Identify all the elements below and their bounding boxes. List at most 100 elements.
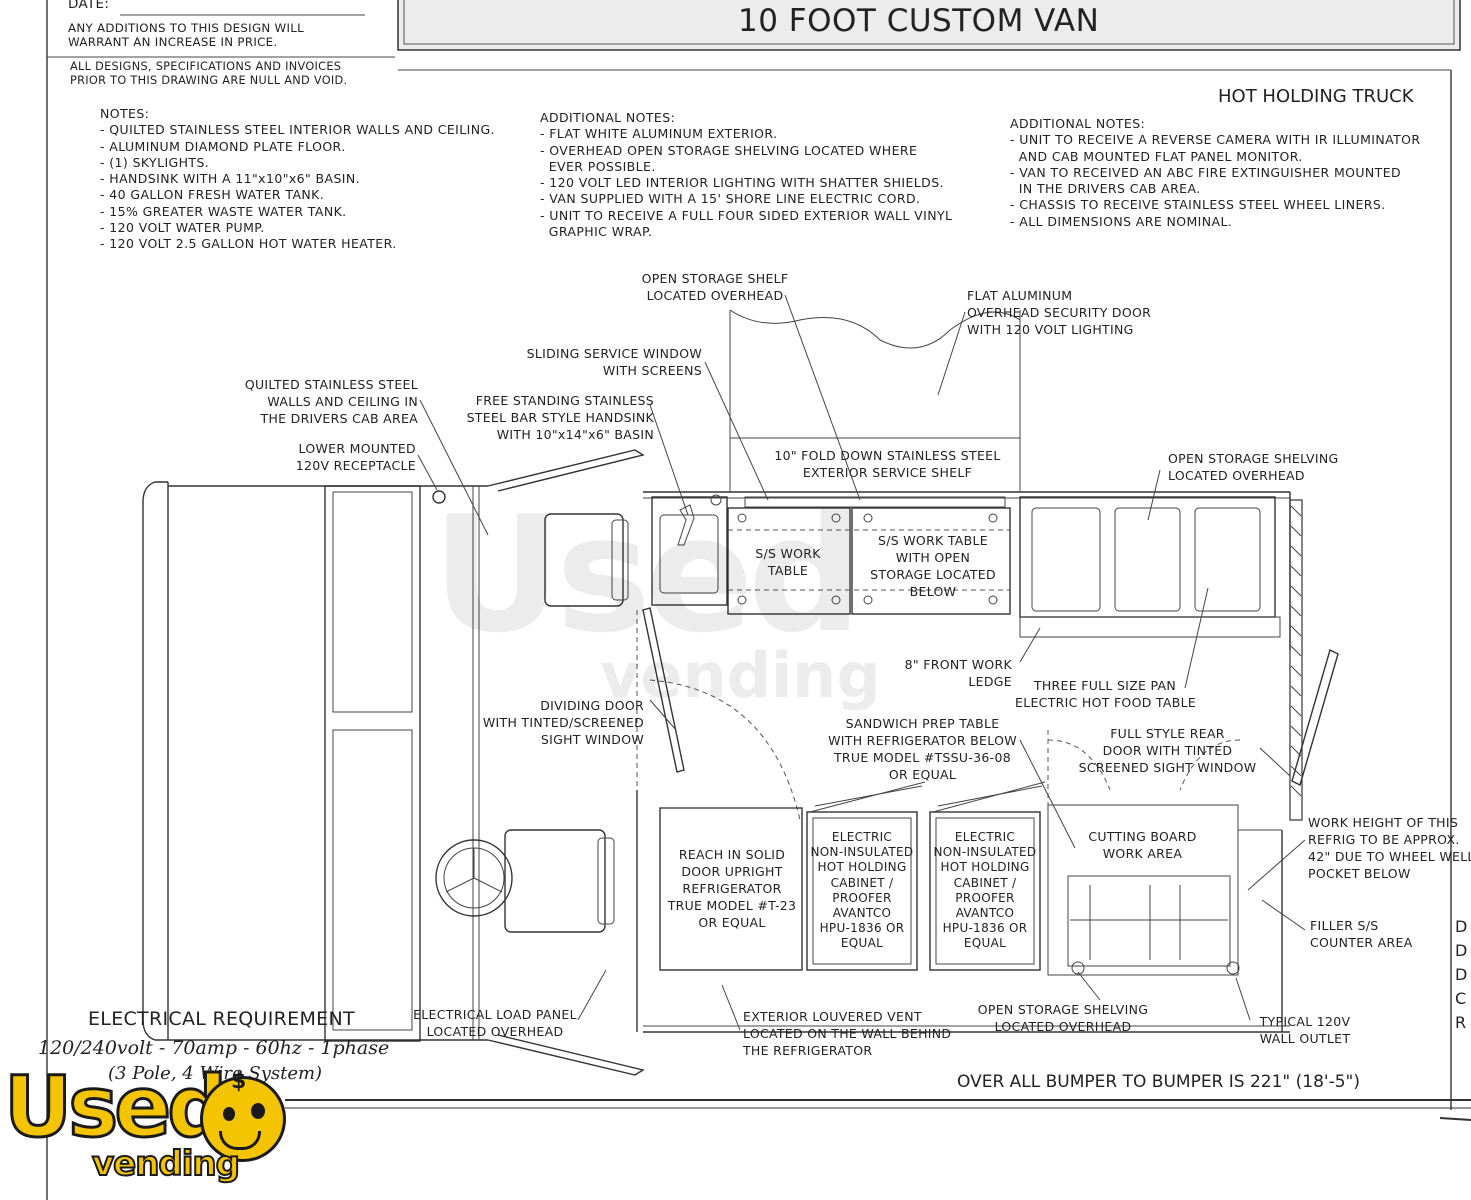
label-line: DOOR WITH TINTED — [1102, 743, 1233, 758]
note-item: AND CAB MOUNTED FLAT PANEL MONITOR. — [1010, 148, 1303, 164]
label-line: OR EQUAL — [888, 767, 957, 782]
label-line: STORAGE LOCATED — [870, 567, 996, 582]
hot-holding-cabinet-2 — [929, 811, 1041, 971]
label-line: OVERHEAD SECURITY DOOR — [967, 305, 1152, 320]
label-line: THE REFRIGERATOR — [743, 1043, 873, 1058]
drawing-subtitle: HOT HOLDING TRUCK — [1218, 86, 1414, 107]
label-line: LOCATED OVERHEAD — [646, 288, 784, 303]
additional-notes-1: ADDITIONAL NOTES:- FLAT WHITE ALUMINUM E… — [540, 110, 952, 240]
label-line: EXTERIOR LOUVERED VENT — [743, 1009, 922, 1024]
work-table-2 — [851, 507, 1011, 615]
date-label: DATE: — [68, 0, 110, 12]
overall-length: OVER ALL BUMPER TO BUMPER IS 221" (18'-5… — [957, 1072, 1360, 1092]
note-item: IN THE DRIVERS CAB AREA. — [1010, 181, 1201, 197]
note-item: - 120 VOLT WATER PUMP. — [100, 220, 265, 236]
label-line: OR EQUAL — [698, 915, 766, 930]
label-line: ELECTRIC HOT FOOD TABLE — [1015, 695, 1197, 710]
label-open-storage-shelf: OPEN STORAGE SHELF LOCATED OVERHEAD — [625, 270, 805, 304]
margin-letter: D — [1455, 941, 1468, 960]
title-banner — [397, 0, 1461, 51]
note-item: - VAN SUPPLIED WITH A 15' SHORE LINE ELE… — [540, 191, 921, 207]
label-line: SIGHT WINDOW — [540, 732, 644, 747]
note-item: - (1) SKYLIGHTS. — [100, 154, 210, 170]
label-line: LOCATED ON THE WALL BEHIND — [743, 1026, 952, 1041]
notice-line: ANY ADDITIONS TO THIS DESIGN WILL — [68, 21, 305, 35]
label-line: CABINET / — [830, 875, 894, 890]
label-line: THE DRIVERS CAB AREA — [260, 411, 418, 426]
label-line: WALLS AND CEILING IN — [267, 394, 418, 409]
label-line: SANDWICH PREP TABLE — [845, 716, 1000, 731]
notes-heading: ADDITIONAL NOTES: — [1010, 116, 1146, 131]
label-line: ELECTRIC — [954, 830, 1016, 844]
notes-heading: NOTES: — [100, 106, 150, 121]
label-line: NON-INSULATED — [933, 845, 1037, 860]
label-line: COUNTER AREA — [1310, 935, 1413, 950]
electrical-spec: 120/240volt - 70amp - 60hz - 1phase — [38, 1037, 390, 1059]
label-line: WORK AREA — [1102, 846, 1183, 861]
label-line: OPEN STORAGE SHELF — [641, 271, 789, 286]
margin-letter: C — [1455, 989, 1467, 1008]
label-line: SLIDING SERVICE WINDOW — [526, 346, 702, 361]
label-line: S/S WORK TABLE — [878, 533, 988, 548]
label-line: DOOR UPRIGHT — [681, 864, 783, 879]
label-line: LEDGE — [968, 674, 1012, 689]
note-item: - 120 VOLT LED INTERIOR LIGHTING WITH SH… — [540, 175, 944, 191]
label-line: THREE FULL SIZE PAN — [1033, 678, 1177, 693]
steering-wheel — [435, 839, 513, 917]
label-cutting-board: CUTTING BOARD WORK AREA — [1070, 828, 1215, 862]
label-line: LOCATED OVERHEAD — [994, 1019, 1132, 1034]
note-item: GRAPHIC WRAP. — [540, 224, 653, 240]
hot-holding-cabinet-1 — [806, 811, 918, 971]
handsink — [651, 496, 728, 606]
note-item: EVER POSSIBLE. — [540, 158, 656, 174]
margin-letter: D — [1455, 965, 1468, 984]
note-item: - OVERHEAD OPEN STORAGE SHELVING LOCATED… — [540, 142, 918, 158]
label-line: S/S WORK — [755, 546, 821, 561]
passenger-seat — [544, 513, 624, 607]
notes-block: NOTES:- QUILTED STAINLESS STEEL INTERIOR… — [100, 106, 495, 253]
note-item: - UNIT TO RECEIVE A REVERSE CAMERA WITH … — [1010, 132, 1421, 148]
label-line: FULL STYLE REAR — [1110, 726, 1225, 741]
label-line: TYPICAL 120V — [1259, 1014, 1351, 1029]
margin-letter: D — [1455, 917, 1468, 936]
label-line: 120V RECEPTACLE — [295, 458, 416, 473]
note-item: - QUILTED STAINLESS STEEL INTERIOR WALLS… — [100, 122, 495, 138]
note-item: - ALL DIMENSIONS ARE NOMINAL. — [1010, 213, 1233, 229]
work-table-1 — [727, 507, 851, 615]
used-vending-logo: Used $ vending — [2, 1058, 304, 1194]
label-line: PROOFER — [832, 890, 892, 905]
label-line: LOCATED OVERHEAD — [426, 1024, 564, 1039]
label-line: CUTTING BOARD — [1088, 829, 1197, 844]
coin-mascot-icon: $ — [200, 1069, 286, 1162]
legal-notice: ALL DESIGNS, SPECIFICATIONS AND INVOICES… — [70, 60, 347, 88]
label-line: REACH IN SOLID — [678, 847, 786, 862]
label-line: FILLER S/S — [1310, 918, 1379, 933]
front-ledge — [1019, 616, 1281, 638]
logo-word: Used — [2, 1058, 228, 1156]
label-line: OPEN STORAGE SHELVING — [977, 1002, 1149, 1017]
label-louvered-vent: EXTERIOR LOUVERED VENT LOCATED ON THE WAL… — [743, 1008, 951, 1059]
label-line: LOWER MOUNTED — [298, 441, 416, 456]
label-line: QUILTED STAINLESS STEEL — [244, 377, 418, 392]
note-item: - VAN TO RECEIVED AN ABC FIRE EXTINGUISH… — [1010, 164, 1402, 180]
label-line: FLAT ALUMINUM — [967, 288, 1073, 303]
receptacle-icon — [432, 490, 446, 504]
label-line: EXTERIOR SERVICE SHELF — [802, 465, 973, 480]
label-line: HOT HOLDING — [817, 860, 907, 875]
label-receptacle: LOWER MOUNTED 120V RECEPTACLE — [282, 440, 416, 474]
rear-door — [1291, 648, 1339, 787]
rear-bumper — [1289, 499, 1303, 821]
cab-seat-frame — [324, 485, 421, 1042]
hot-food-table — [1019, 496, 1276, 618]
